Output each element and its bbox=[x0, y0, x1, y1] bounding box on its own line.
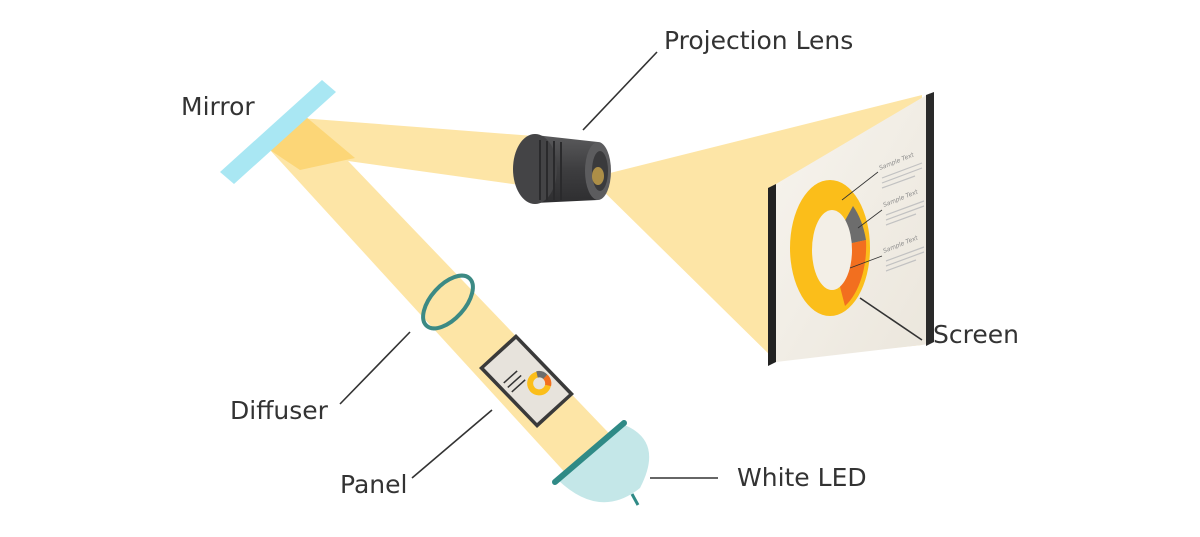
panel bbox=[479, 334, 574, 428]
leader-lines bbox=[339, 51, 923, 479]
projection-lens bbox=[513, 134, 611, 204]
panel-label: Panel bbox=[340, 470, 408, 499]
screen-callout-lines bbox=[841, 171, 883, 269]
mirror-shape bbox=[220, 80, 336, 184]
lens-leader bbox=[582, 51, 658, 131]
screen-donut-chart bbox=[790, 180, 870, 316]
mirror-to-lens-beam bbox=[270, 118, 560, 190]
screen-leader bbox=[859, 297, 923, 341]
screen-label: Screen bbox=[933, 320, 1019, 349]
screen: Sample Text Sample Text Sample Text bbox=[768, 92, 934, 366]
white-led-label: White LED bbox=[737, 463, 867, 492]
diffuser-label: Diffuser bbox=[230, 396, 328, 425]
projection-lens-label: Projection Lens bbox=[664, 26, 854, 55]
white-led bbox=[552, 420, 650, 506]
diffuser-ring bbox=[421, 273, 475, 331]
panel-leader bbox=[411, 409, 493, 479]
diffuser-leader bbox=[339, 331, 411, 405]
mirror-label: Mirror bbox=[181, 92, 255, 121]
screen-text-placeholder bbox=[881, 162, 925, 272]
